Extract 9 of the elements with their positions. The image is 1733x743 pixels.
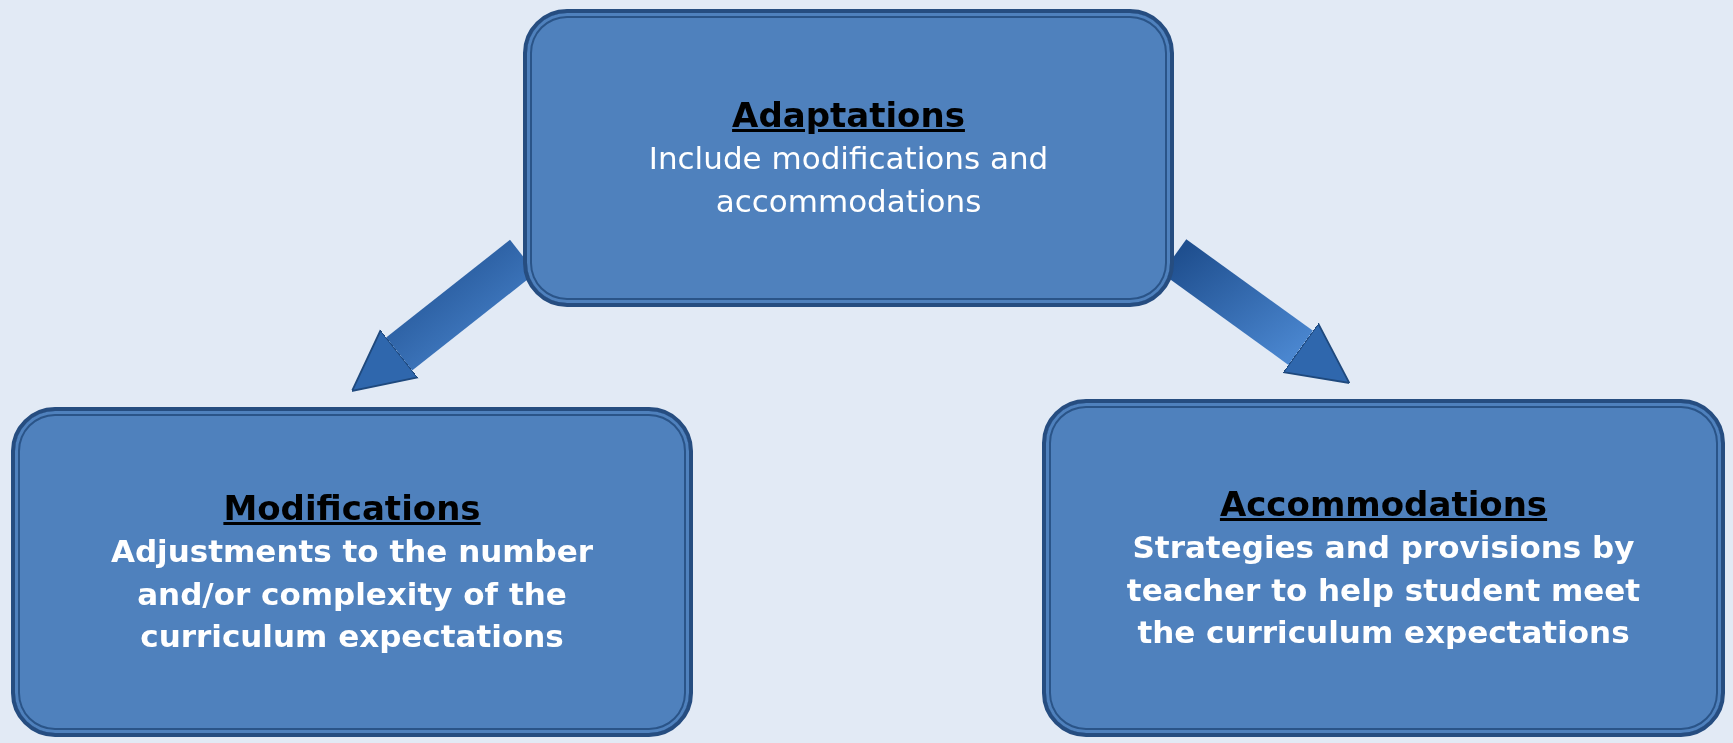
box-description: Strategies and provisions by teacher to help student meet the curriculum expectations [1125,527,1642,653]
box-description: Include modifications and accommodations [647,139,1050,222]
rounded-box [11,407,693,737]
rounded-box [1042,399,1725,737]
rounded-box [523,9,1174,307]
box-title: Accommodations [1219,482,1548,526]
box-description: Adjustments to the number and/or complexity of the curriculum expectations [109,531,595,657]
box-title: Adaptations [732,94,965,138]
box-title: Modifications [223,486,481,530]
